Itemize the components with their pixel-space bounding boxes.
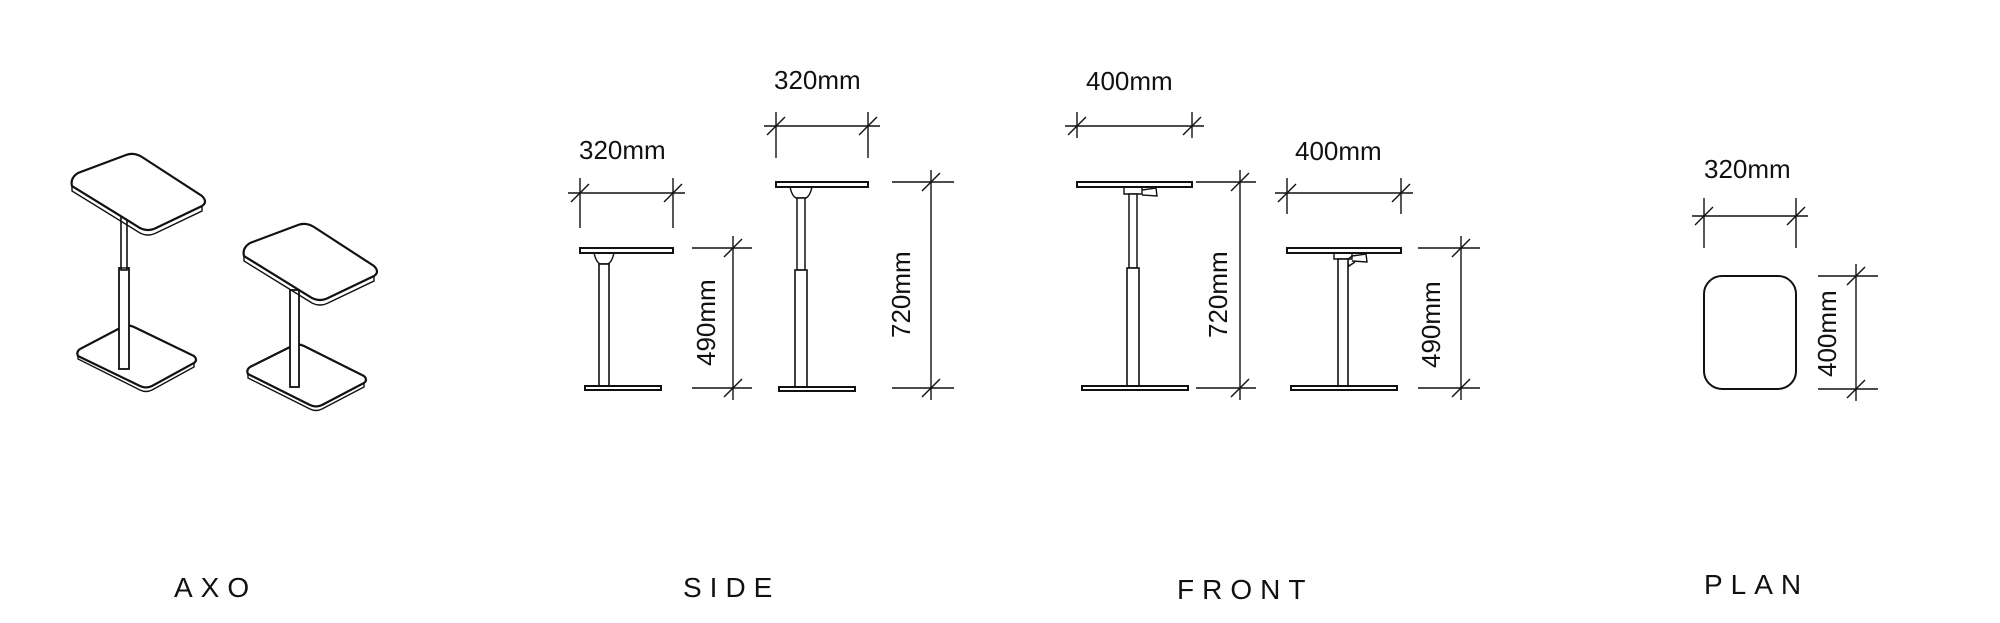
dim-front-high-height-label: 720mm <box>1203 251 1233 338</box>
dim-front-high-width <box>1065 112 1204 138</box>
dim-plan-width-label: 320mm <box>1704 154 1791 184</box>
view-label-front: FRONT <box>1177 574 1313 605</box>
axo-tall-table <box>70 152 207 393</box>
side-view: 320mm 490mm 320mm <box>568 65 954 400</box>
dim-front-high-width-label: 400mm <box>1086 66 1173 96</box>
view-label-plan: PLAN <box>1704 569 1809 600</box>
front-low-table <box>1286 247 1402 391</box>
front-high-table <box>1076 181 1193 391</box>
dim-front-low-width <box>1275 178 1413 214</box>
dim-side-low-height <box>692 236 752 400</box>
plan-view: 320mm 400mm <box>1692 154 1878 401</box>
dim-front-high-height <box>1196 170 1256 400</box>
dim-front-low-height-label: 490mm <box>1416 281 1446 368</box>
side-high-table <box>775 181 869 392</box>
dim-side-low-width-label: 320mm <box>579 135 666 165</box>
dim-side-high-width <box>764 112 880 158</box>
axo-view <box>70 152 379 412</box>
dim-front-low-width-label: 400mm <box>1295 136 1382 166</box>
front-view: 400mm 720mm 400mm <box>1065 66 1480 400</box>
dim-front-low-height <box>1418 236 1480 400</box>
dim-plan-depth <box>1818 264 1878 401</box>
view-label-axo: AXO <box>174 572 257 603</box>
dim-side-low-height-label: 490mm <box>691 279 721 366</box>
dim-plan-depth-label: 400mm <box>1812 290 1842 377</box>
view-label-side: SIDE <box>683 572 780 603</box>
plan-tabletop-outline <box>1703 275 1797 390</box>
dim-side-high-height <box>892 170 954 400</box>
dim-plan-width <box>1692 198 1808 248</box>
dim-side-high-width-label: 320mm <box>774 65 861 95</box>
dim-side-low-width <box>568 178 685 228</box>
dim-side-high-height-label: 720mm <box>886 251 916 338</box>
axo-short-table <box>242 222 379 412</box>
side-low-table <box>579 247 674 391</box>
